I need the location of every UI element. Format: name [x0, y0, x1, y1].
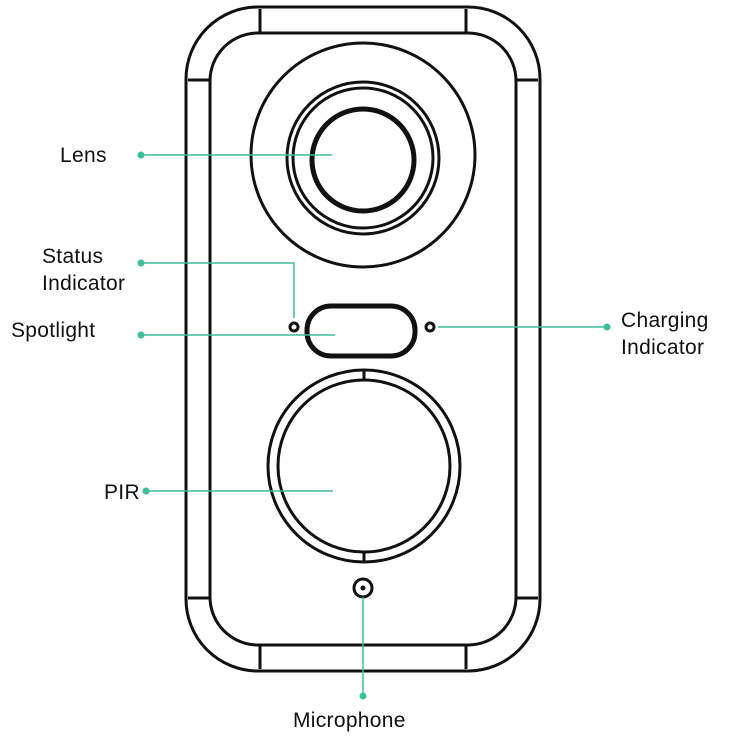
status-indicator-led [288, 321, 300, 333]
pir-inner-ring [276, 378, 452, 554]
pir-label: PIR [104, 481, 140, 504]
microphone-hole [360, 585, 366, 591]
pir-sensor [266, 368, 462, 564]
left-bumper [188, 78, 210, 600]
lens-assembly [249, 41, 477, 269]
spotlight-label: Spotlight [11, 319, 95, 342]
leader-lines [137, 151, 611, 700]
charging-indicator-label-line2: Indicator [621, 336, 704, 359]
top-bumper [258, 9, 468, 33]
status-indicator-label-line1: Status [42, 245, 103, 268]
labels: Lens Status Indicator Spotlight Charging… [11, 144, 709, 732]
bottom-bumper [258, 645, 468, 669]
spotlight-window [304, 303, 418, 359]
status-indicator-leader [141, 262, 295, 318]
lens-inner-ring [291, 86, 435, 230]
status-indicator-leader-dot [137, 259, 145, 267]
charging-indicator-leader-dot [603, 323, 611, 331]
microphone-label: Microphone [293, 709, 406, 732]
status-indicator-label-line2: Indicator [42, 272, 125, 295]
charging-indicator-label-line1: Charging [621, 309, 709, 332]
pir-leader-dot [142, 487, 150, 495]
microphone-leader-dot [359, 692, 367, 700]
lens-mid-ring [285, 80, 441, 236]
right-bumper [516, 78, 538, 600]
microphone-port [352, 577, 374, 599]
lens-label: Lens [60, 144, 107, 167]
pir-outer-ring [266, 368, 462, 564]
lens-leader-dot [137, 151, 145, 159]
lens-glass [309, 106, 417, 214]
spotlight-leader-dot [137, 331, 145, 339]
charging-indicator-led [424, 321, 436, 333]
